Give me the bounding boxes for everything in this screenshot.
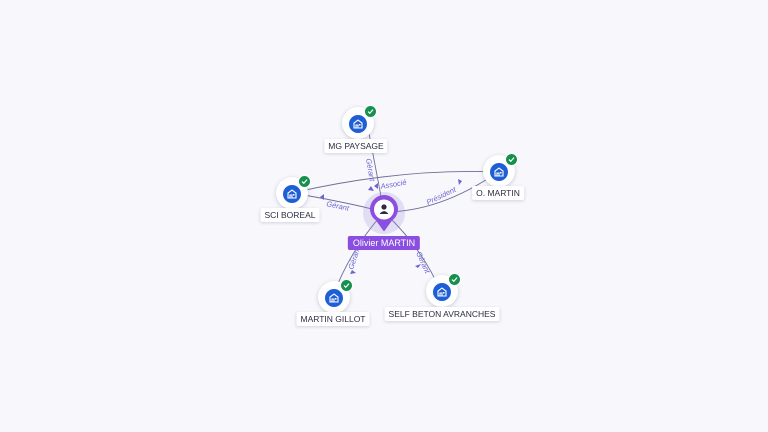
building-icon (325, 289, 343, 307)
edge-label: Président (425, 184, 458, 206)
verified-check-icon (364, 105, 377, 118)
company-node-self-beton[interactable] (426, 273, 461, 307)
company-label-martin-gillot[interactable]: MARTIN GILLOT (296, 312, 370, 326)
building-icon (433, 283, 451, 301)
company-label-mg-paysage[interactable]: MG PAYSAGE (324, 139, 388, 153)
arrow-self-beton (415, 264, 421, 268)
arrow-sci-boreal-associe (374, 183, 378, 189)
building-icon (349, 115, 367, 133)
verified-check-icon (340, 279, 353, 292)
person-node[interactable] (368, 194, 400, 239)
edge-label: Gérant (414, 250, 432, 275)
edge-sci-boreal-associe (291, 170, 499, 194)
company-node-mg-paysage[interactable] (342, 105, 377, 139)
verified-check-icon (298, 175, 311, 188)
arrow-o-martin (458, 179, 462, 185)
company-label-o-martin[interactable]: O. MARTIN (472, 186, 524, 200)
arrow-sci-boreal (320, 194, 324, 200)
verified-check-icon (505, 153, 518, 166)
edge-label: Associé (379, 178, 407, 192)
building-icon (283, 185, 301, 203)
company-label-sci-boreal[interactable]: SCI BOREAL (260, 208, 320, 222)
arrow-martin-gillot (350, 270, 356, 274)
building-icon (490, 163, 508, 181)
edge-label: Gérant (364, 158, 377, 183)
company-node-sci-boreal[interactable] (276, 175, 311, 209)
person-name-label[interactable]: Olivier MARTIN (347, 236, 421, 250)
edge-label: Gérant (326, 199, 351, 213)
map-pin-icon (370, 195, 398, 232)
company-node-martin-gillot[interactable] (318, 279, 353, 313)
company-node-o-martin[interactable] (483, 153, 518, 187)
verified-check-icon (448, 273, 461, 286)
arrow-mg-paysage (368, 186, 374, 191)
person-icon (379, 204, 389, 214)
company-label-self-beton[interactable]: SELF BETON AVRANCHES (384, 307, 500, 321)
